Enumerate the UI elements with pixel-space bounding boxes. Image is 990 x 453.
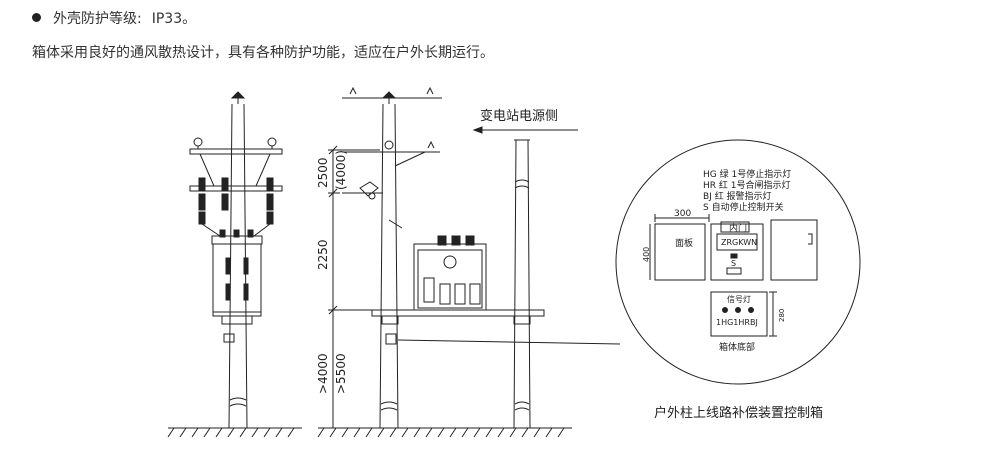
bullet-dot (32, 13, 41, 22)
right-pole (513, 139, 531, 429)
bottom-height-dimension: 280 (778, 309, 786, 322)
signal-title: 信号灯 (727, 294, 751, 304)
legend-line-1: HG 绿 1号停止指示灯 (703, 168, 791, 180)
detail-circle (615, 139, 861, 385)
device-label: ZRGKWN (721, 238, 757, 247)
panel-label: 面板 (675, 237, 693, 249)
source-side-label: 变电站电源侧 (480, 108, 558, 124)
source-side-arrow (472, 126, 578, 134)
dimension-bottom: >4000 (316, 353, 330, 394)
protection-level-value: IP33。 (151, 11, 197, 27)
side-view-pole (342, 86, 621, 429)
dimension-bottom-alt: >5500 (334, 353, 348, 394)
inner-door (710, 221, 764, 281)
protection-level-line: 外壳防护等级: IP33。 (32, 8, 196, 28)
dimension-top-alt: (4000) (334, 150, 348, 190)
switch-label: S (731, 259, 736, 268)
diagram-caption: 户外柱上线路补偿装置控制箱 (654, 405, 823, 421)
legend-line-3: BJ 红 报警指示灯 (703, 190, 772, 202)
ground-line (167, 427, 572, 438)
legend-line-2: HR 红 1号合闸指示灯 (703, 179, 790, 191)
inner-door-label: 内门 (729, 222, 747, 234)
control-box-panel (649, 214, 710, 281)
protection-level-label: 外壳防护等级: (53, 11, 142, 27)
box-bottom (710, 291, 777, 337)
front-view-pole (189, 91, 283, 429)
height-dimension: 400 (642, 247, 651, 262)
legend-line-4: S 自动停止控制开关 (703, 201, 784, 213)
dimension-lines (328, 145, 380, 428)
width-dimension: 300 (674, 209, 691, 219)
bottom-label: 箱体底部 (719, 341, 755, 353)
description-text: 箱体采用良好的通风散热设计，具有各种防护功能，适应在户外长期运行。 (32, 45, 494, 61)
outer-door (770, 219, 818, 281)
dimension-top: 2500 (316, 157, 330, 188)
signal-lights: 1HG1HRBJ (716, 318, 758, 327)
dimension-middle: 2250 (316, 239, 330, 270)
